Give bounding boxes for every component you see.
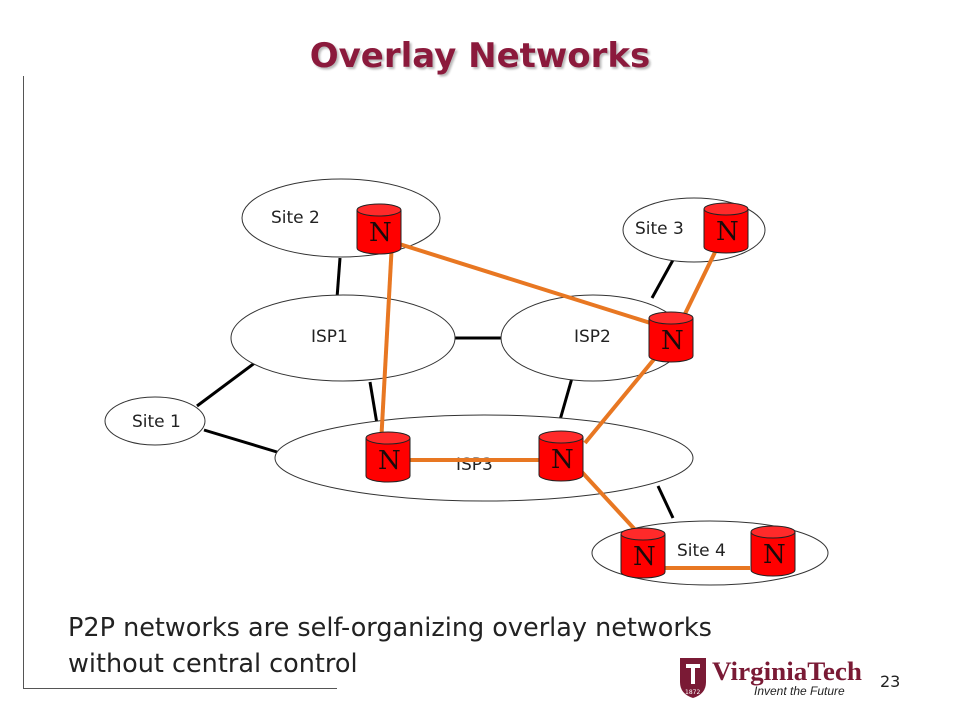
node-label: N: [633, 542, 656, 572]
frame-left-border: [23, 76, 24, 688]
overlay-isp2-isp3: [583, 350, 662, 445]
label-isp2: ISP2: [574, 327, 611, 347]
physical-links: [196, 257, 675, 519]
svg-text:Invent the Future: Invent the Future: [754, 684, 845, 698]
label-site1: Site 1: [132, 412, 181, 432]
node-label: N: [716, 217, 739, 247]
link-isp2-isp3: [558, 377, 574, 421]
seal-icon: 1872: [680, 658, 706, 698]
node-label: N: [551, 445, 574, 475]
link-isp3-site4: [656, 485, 675, 519]
node-label: N: [763, 540, 786, 570]
node-site4-left: N: [620, 527, 666, 579]
cloud-site1: [104, 396, 206, 446]
page-number: 23: [880, 672, 901, 691]
link-site2-isp1: [335, 257, 342, 299]
cloud-isp1: [230, 294, 456, 382]
overlay-site3-isp2: [681, 245, 720, 319]
node-label: N: [661, 326, 684, 356]
overlay-isp3-site4: [578, 468, 642, 537]
svg-text:1872: 1872: [685, 689, 700, 696]
caption-line-2: without central control: [68, 649, 358, 679]
node-isp3-right: N: [538, 430, 584, 482]
node-isp2: N: [648, 311, 694, 363]
svg-text:VirginiaTech: VirginiaTech: [712, 657, 863, 686]
caption-line-1: P2P networks are self-organizing overlay…: [68, 613, 712, 643]
node-site4-right: N: [750, 525, 796, 577]
label-site4: Site 4: [677, 541, 726, 561]
frame-bottom-border: [23, 688, 337, 689]
overlay-site2-isp2: [392, 240, 661, 328]
link-site1-isp1: [196, 360, 257, 408]
label-site3: Site 3: [635, 219, 684, 239]
link-site3-isp2: [650, 259, 675, 299]
cloud-labels: Site 2 Site 3 ISP1 ISP2 Site 1 ISP3 Site…: [132, 208, 726, 561]
label-site2: Site 2: [271, 208, 320, 228]
link-site1-isp3: [203, 428, 278, 454]
node-label: N: [369, 218, 392, 248]
virginia-tech-logo: 1872 VirginiaTech Invent the Future: [680, 657, 863, 698]
slide-title: Overlay Networks: [309, 36, 651, 76]
overlay-site2-isp3: [379, 241, 394, 445]
node-site3: N: [703, 202, 749, 254]
slide-caption: P2P networks are self-organizing overlay…: [68, 610, 768, 682]
label-isp1: ISP1: [311, 327, 348, 347]
node-label: N: [378, 446, 401, 476]
node-isp3-left: N: [365, 431, 411, 483]
overlay-nodes: N N N N N N N: [356, 202, 796, 579]
overlay-links: [379, 240, 750, 570]
node-site2: N: [356, 203, 402, 255]
